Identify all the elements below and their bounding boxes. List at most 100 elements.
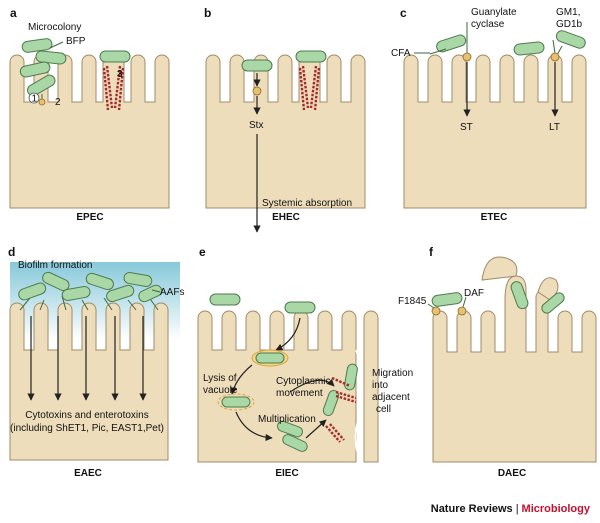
bacterium bbox=[282, 434, 308, 452]
panel-e-eiec: e Lysis of vacuole Cytoplasmic movement … bbox=[197, 245, 413, 479]
actin-tail bbox=[325, 423, 345, 443]
bacterium bbox=[322, 389, 340, 417]
bacterium bbox=[42, 271, 70, 292]
bacterium bbox=[123, 272, 153, 287]
bacterium bbox=[19, 61, 51, 78]
step-1-label: 1 bbox=[32, 94, 38, 105]
migration-label-2: into bbox=[372, 380, 389, 391]
daf-receptor bbox=[457, 306, 467, 316]
multiplication-arrow bbox=[235, 411, 273, 442]
stx-toxin bbox=[252, 86, 262, 96]
journal-credit: Nature Reviews|Microbiology bbox=[431, 503, 590, 515]
step-2-label: 2 bbox=[55, 97, 61, 108]
cyto-label-2: movement bbox=[276, 388, 323, 399]
bacterium bbox=[344, 363, 358, 391]
panel-a-epec: a Microcolony BFP 1 2 3 EPEC bbox=[9, 6, 170, 223]
bacterium bbox=[35, 50, 67, 65]
panel-d-eaec: d Biofilm formation AAFs Cytotoxins and … bbox=[8, 245, 184, 479]
panel-e-letter: e bbox=[199, 245, 206, 259]
bacterium bbox=[431, 292, 463, 307]
bacterium bbox=[436, 34, 467, 53]
including-label: (including ShET1, Pic, EAST1,Pet) bbox=[10, 423, 164, 434]
bacterium bbox=[21, 38, 53, 53]
panel-f-daec: f F1845 DAF DAEC bbox=[398, 245, 597, 479]
bacterium bbox=[295, 50, 327, 63]
eiec-caption: EIEC bbox=[275, 468, 298, 479]
f1845-adhesin bbox=[431, 306, 441, 316]
bfp-label: BFP bbox=[66, 36, 86, 47]
bacterium bbox=[85, 272, 114, 291]
spread-arrow bbox=[305, 419, 327, 439]
migration-label-1: Migration bbox=[372, 368, 413, 379]
membrane-boundary bbox=[354, 349, 363, 463]
bacterium bbox=[61, 286, 91, 301]
gm1-pointer bbox=[552, 39, 556, 54]
cytoplasmic-arrow bbox=[289, 378, 335, 393]
biofilm-label: Biofilm formation bbox=[18, 260, 92, 271]
actin-pedestal bbox=[102, 65, 125, 111]
etec-cell bbox=[403, 54, 587, 209]
entry-arrow bbox=[275, 317, 301, 351]
bacterium bbox=[18, 282, 47, 301]
bfp-pilus bbox=[49, 41, 64, 49]
bacterium bbox=[209, 293, 241, 306]
panel-c-letter: c bbox=[400, 6, 407, 20]
f1845-label: F1845 bbox=[398, 296, 427, 307]
lysed-vacuole bbox=[217, 393, 255, 411]
adjacent-cell bbox=[363, 310, 379, 463]
bacterium bbox=[284, 301, 316, 314]
bacterium bbox=[221, 396, 251, 408]
stx-label: Stx bbox=[249, 120, 263, 131]
cfa-label: CFA bbox=[391, 48, 411, 59]
step-3-label: 3 bbox=[117, 69, 123, 80]
panel-b-letter: b bbox=[204, 6, 211, 20]
ehec-cell bbox=[205, 54, 366, 209]
eaec-cell bbox=[9, 302, 169, 461]
aafs-label: AAFs bbox=[160, 287, 184, 298]
gd1b-label: GD1b bbox=[556, 19, 583, 30]
footer-separator: | bbox=[515, 503, 519, 515]
lt-label: LT bbox=[549, 122, 560, 133]
bacterium bbox=[106, 284, 135, 303]
panel-b-ehec: b Stx Systemic absorption EHEC bbox=[204, 6, 366, 233]
microcolony-label: Microcolony bbox=[28, 22, 81, 33]
bacterium bbox=[276, 420, 304, 438]
gm1-label: GM1, bbox=[556, 7, 580, 18]
epec-caption: EPEC bbox=[76, 212, 103, 223]
epec-cell bbox=[9, 54, 170, 209]
st-label: ST bbox=[460, 122, 473, 133]
intimin-dot bbox=[38, 98, 46, 106]
bacterium bbox=[510, 281, 529, 310]
guanylate-label: Guanylate bbox=[471, 7, 517, 18]
eiec-cell bbox=[197, 310, 357, 463]
migration-label-3: adjacent bbox=[372, 392, 410, 403]
cytotoxins-label: Cytotoxins and enterotoxins bbox=[25, 410, 148, 421]
panel-c-etec: c Guanylate cyclase GM1, GD1b CFA ST LT … bbox=[391, 6, 587, 223]
aafs-pointer bbox=[151, 289, 161, 293]
systemic-label: Systemic absorption bbox=[262, 198, 352, 209]
panel-f-letter: f bbox=[429, 245, 434, 259]
bacterium bbox=[513, 41, 545, 56]
panel-a-letter: a bbox=[10, 6, 17, 20]
f1845-pointer bbox=[427, 303, 435, 309]
daf-label: DAF bbox=[464, 288, 484, 299]
daec-caption: DAEC bbox=[498, 468, 526, 479]
wrapping-protrusion bbox=[481, 256, 518, 281]
lt-toxin bbox=[550, 52, 560, 62]
lysis-label-1: Lysis of bbox=[203, 373, 237, 384]
journal-section: Microbiology bbox=[521, 503, 590, 515]
lysis-arrow bbox=[230, 364, 253, 395]
panel-d-letter: d bbox=[8, 245, 15, 259]
bacterium bbox=[27, 74, 56, 97]
bacterium bbox=[99, 50, 131, 63]
bacterium bbox=[255, 352, 285, 364]
daf-pointer bbox=[462, 296, 467, 308]
step-1-marker bbox=[28, 92, 40, 104]
bacterium bbox=[541, 292, 565, 314]
cyclase-label: cyclase bbox=[471, 19, 505, 30]
lysis-label-2: vacuole bbox=[203, 385, 238, 396]
st-toxin bbox=[462, 52, 472, 62]
multiplication-label: Multiplication bbox=[258, 414, 316, 425]
bacterium bbox=[241, 59, 273, 72]
